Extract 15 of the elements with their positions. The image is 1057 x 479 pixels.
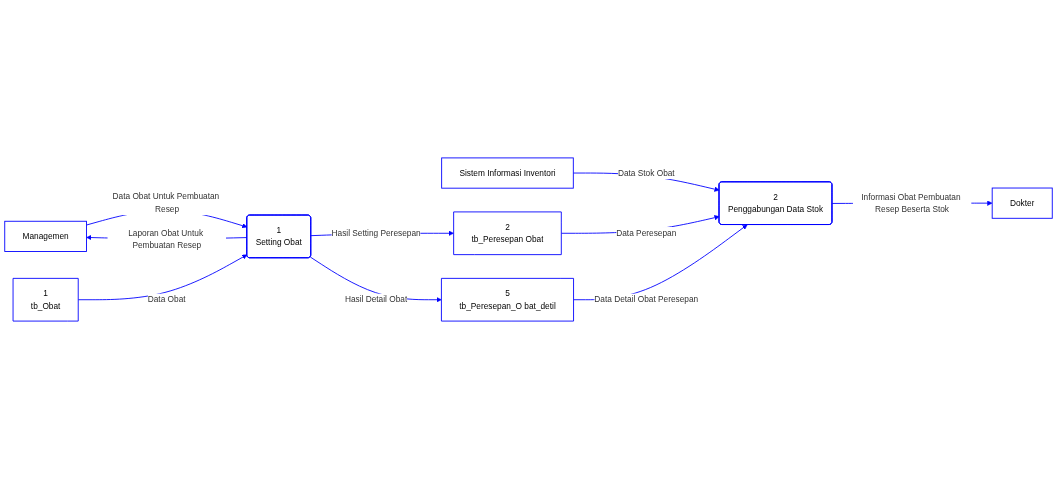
node-box: 5 tb_Peresepan_O bat_detil	[440, 277, 574, 322]
node-box: Dokter	[991, 187, 1053, 219]
edge-label: Data Detail Obat Peresepan	[594, 294, 699, 305]
edge-label: Laporan Obat Untuk Pembuatan Resep	[128, 228, 204, 251]
node-box: 1 tb_Obat	[12, 277, 79, 322]
edge-label: Hasil Detail Obat	[344, 294, 408, 305]
node-box: Managemen	[4, 220, 87, 252]
node-box: 2 tb_Peresepan Obat	[453, 211, 562, 256]
edge-label: Data Obat	[147, 294, 186, 305]
node-box: Sistem Informasi Inventori	[441, 157, 574, 189]
edge-label: Hasil Setting Peresepan	[331, 228, 421, 238]
edge-label: Data Peresepan	[616, 228, 677, 238]
edge-label: Informasi Obat Pembuatan Resep Beserta Stok	[861, 191, 961, 214]
edge-label: Data Stok Obat	[617, 167, 675, 178]
edge-label: Data Obat Untuk Pembuatan Resep	[112, 191, 220, 214]
